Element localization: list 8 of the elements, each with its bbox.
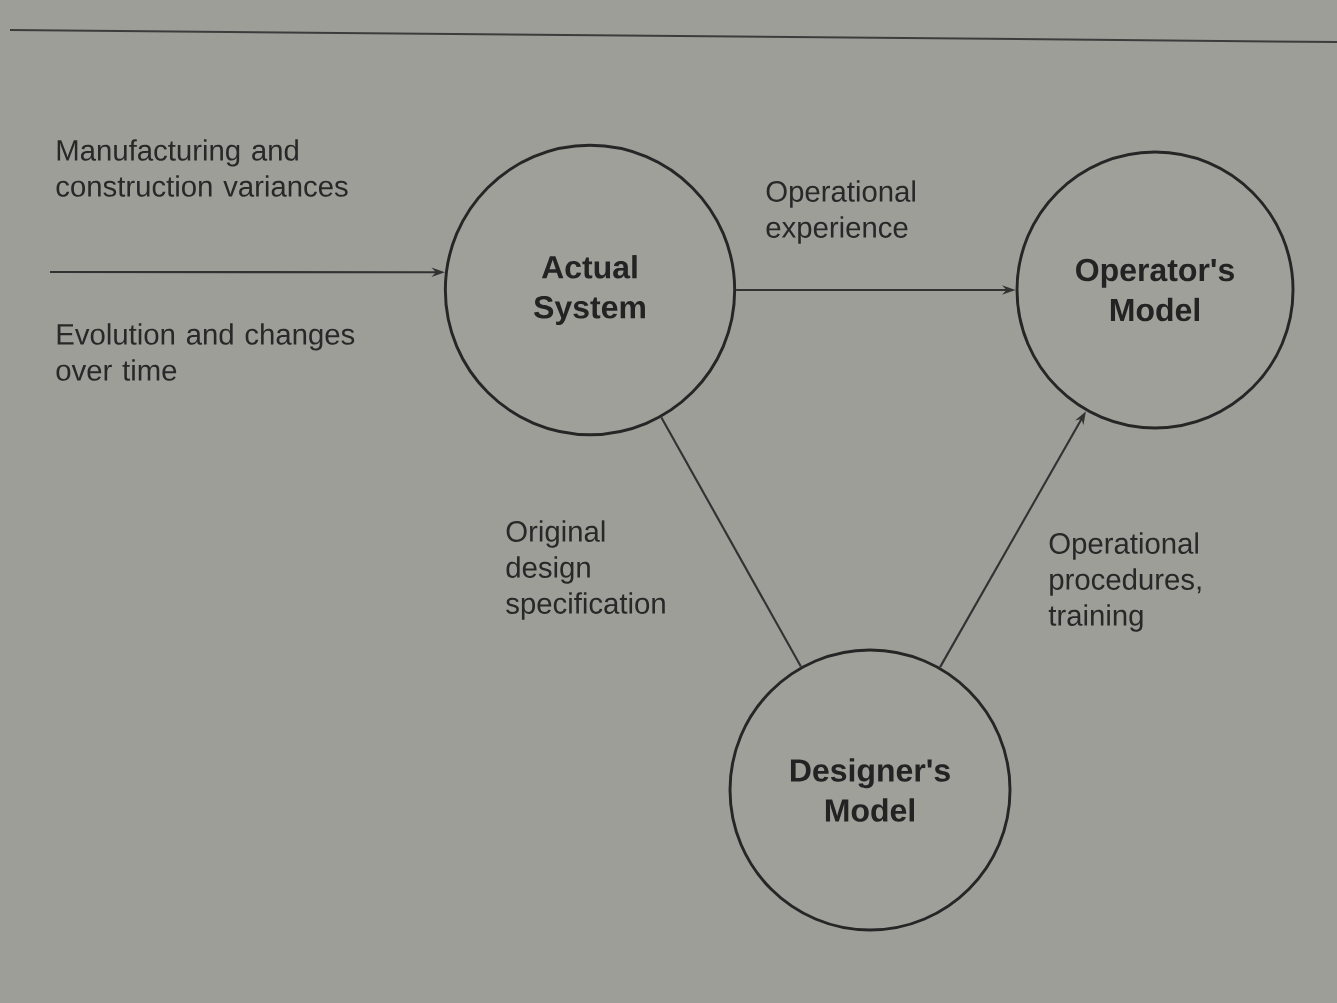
circle-node: Actual System [443, 143, 737, 437]
edge-label: Operational procedures, training [1048, 532, 1201, 632]
circle-node: Operator's Model [1015, 150, 1295, 430]
note-text: Evolution and changes over time [56, 323, 355, 381]
edge-label: Original design specification [506, 520, 665, 620]
edge-label: Manufacturing and construction variances [56, 139, 348, 197]
edge-label: Operational experience [766, 180, 915, 244]
circle-node: Designer's Model [728, 648, 1012, 932]
